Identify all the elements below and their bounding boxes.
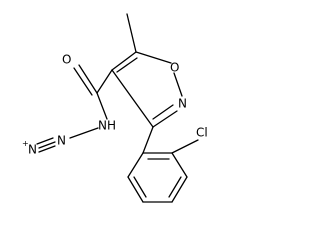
bond-azide-triple-1 bbox=[38, 141, 56, 149]
bond-azide-triple-2 bbox=[38, 145, 56, 153]
bond-c3-c4 bbox=[111, 69, 154, 128]
bond-carbonyl-nh bbox=[96, 92, 108, 120]
bond-ph-inner-b bbox=[168, 176, 182, 198]
bond-c-cl bbox=[171, 139, 199, 154]
bond-c4-carbonyl bbox=[96, 69, 113, 94]
positive-charge: + bbox=[22, 139, 29, 148]
bond-n2-c3-double bbox=[152, 104, 174, 120]
atom-n-terminal: N bbox=[57, 134, 66, 148]
atom-n-ring: N bbox=[178, 97, 187, 111]
bond-ph-6-1 bbox=[127, 152, 144, 178]
atom-o-carbonyl: O bbox=[62, 53, 71, 67]
bond-c5-o1 bbox=[135, 51, 172, 64]
bond-ph-3-4 bbox=[171, 176, 188, 203]
atom-nh: NH bbox=[98, 119, 116, 133]
bond-c5-methyl bbox=[126, 13, 137, 53]
atom-cl: Cl bbox=[196, 126, 208, 140]
isoxazole-ring bbox=[111, 51, 183, 128]
atom-o-ring: O bbox=[170, 61, 179, 75]
bond-carbonyl-o-double bbox=[73, 67, 93, 96]
bond-nh-n bbox=[69, 127, 99, 139]
bond-carbonyl-o bbox=[78, 64, 98, 94]
bond-c4-c5-double bbox=[116, 57, 138, 73]
bond-ph-2-3 bbox=[171, 152, 188, 178]
bond-azide-triple-3 bbox=[36, 137, 54, 145]
bond-n2-c3 bbox=[152, 110, 178, 128]
bond-c3-phenyl bbox=[142, 126, 154, 154]
bond-o1-n2 bbox=[173, 72, 183, 97]
atom-n-plus: N bbox=[28, 143, 37, 157]
bond-ph-inner-c bbox=[133, 176, 147, 198]
chlorophenyl-ring bbox=[127, 152, 188, 203]
molecule-structure: O O N NH N N + Cl bbox=[22, 13, 208, 203]
bond-c4-c5 bbox=[111, 51, 137, 71]
bond-ph-5-6 bbox=[127, 176, 144, 203]
carbonyl-azide-group bbox=[36, 64, 113, 153]
